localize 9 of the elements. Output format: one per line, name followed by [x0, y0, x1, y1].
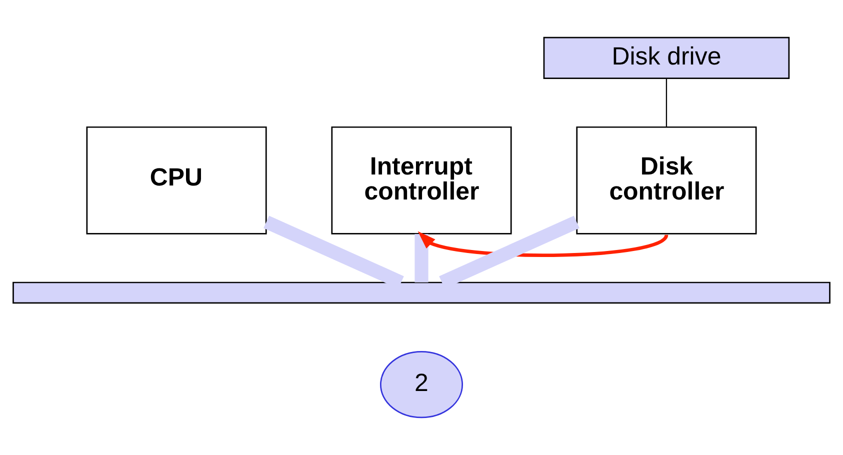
- connector: [414, 234, 428, 282]
- node-box: CPU: [86, 126, 267, 234]
- node-ellipse: 2: [380, 351, 463, 418]
- node-box: Disk controller: [576, 126, 757, 234]
- connector: [666, 78, 668, 127]
- node-box: Interrupt controller: [331, 126, 512, 234]
- node-bar: [12, 282, 830, 304]
- node-box: Disk drive: [543, 36, 790, 80]
- arrow: [418, 231, 668, 257]
